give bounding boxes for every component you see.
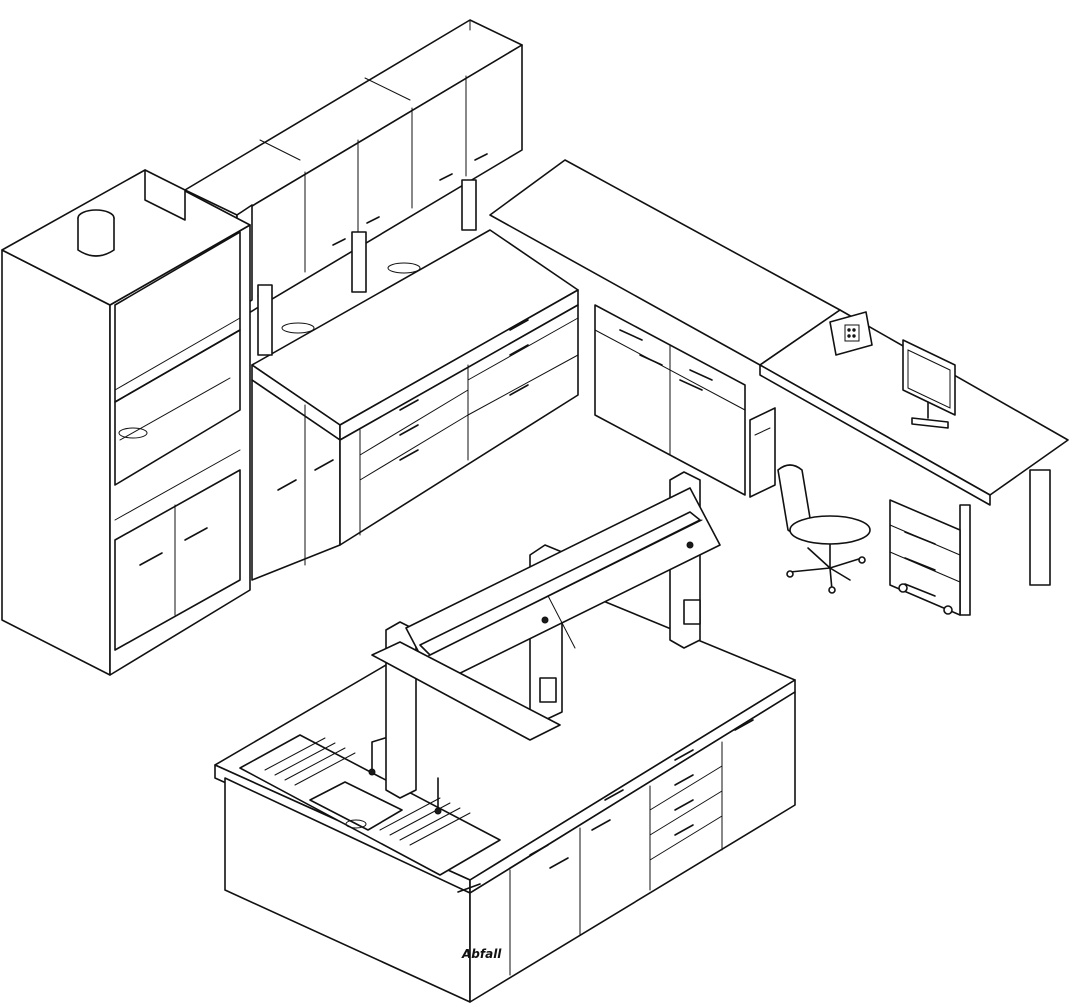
back-counter — [251, 179, 579, 581]
right-counter-and-desk — [489, 159, 1069, 616]
manufacturer-logo: Abfall — [461, 947, 502, 961]
island-bench: Abfall — [214, 574, 796, 1003]
office-chair-icon — [777, 464, 871, 594]
pc-tower-icon — [749, 407, 776, 498]
monitor-icon — [902, 339, 956, 429]
phone-icon — [829, 311, 873, 356]
fume-hood — [1, 169, 251, 676]
drawer-pedestal — [889, 499, 961, 616]
island-shelf-rack — [371, 471, 721, 799]
